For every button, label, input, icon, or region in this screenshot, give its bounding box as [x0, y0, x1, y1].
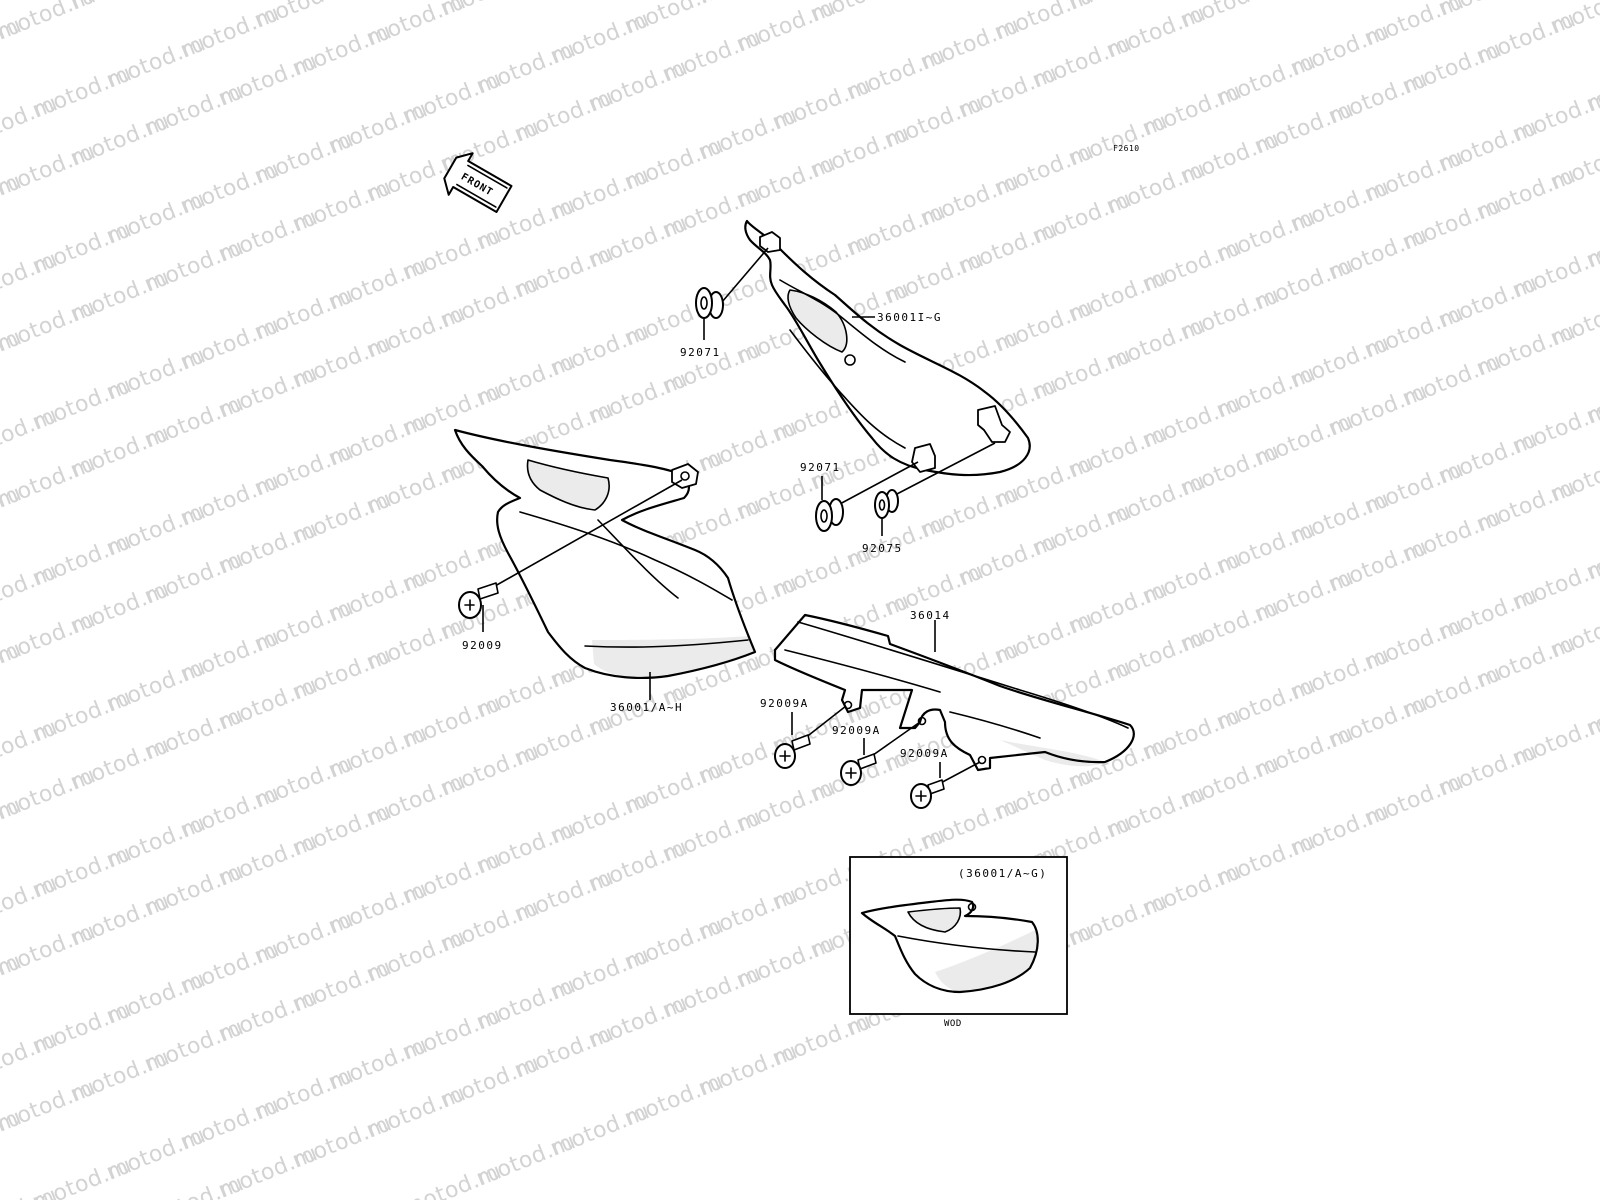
- watermark-text: motod.ru: [1177, 0, 1284, 34]
- variant-inset-box: (36001/A~G) WOD: [849, 856, 1068, 1029]
- watermark-text: motod.ru: [1547, 133, 1600, 195]
- watermark-text: motod.ru: [1435, 0, 1542, 22]
- side-cover-part: [453, 428, 757, 680]
- chain-guard-part: [773, 613, 1135, 772]
- inset-caption: WOD: [944, 1019, 962, 1029]
- label-chain-guard: 36014: [910, 609, 951, 622]
- watermark-text: motod.ru: [1251, 0, 1358, 4]
- label-92009: 92009: [462, 639, 503, 652]
- bolt-92009a-2: [840, 721, 921, 786]
- watermark-text: motod.ru: [1547, 289, 1600, 351]
- watermark-text: motod.ru: [1547, 0, 1600, 40]
- grommet-92075: [874, 442, 996, 519]
- watermark-text: motod.ru: [325, 0, 432, 4]
- watermark-text: motod.ru: [1065, 0, 1172, 16]
- watermark-text: motod.ru: [251, 0, 358, 34]
- label-92075: 92075: [862, 542, 903, 555]
- watermark-text: motod.ru: [1547, 601, 1600, 663]
- label-rear-cover: 36001I~G: [877, 311, 942, 324]
- watermark-text: motod.ru: [1547, 445, 1600, 507]
- watermark-text: motod.ru: [695, 0, 802, 10]
- bolt-92009a-3: [910, 761, 981, 809]
- bolt-92009: [458, 479, 683, 619]
- grommet-92071-top: [695, 247, 769, 319]
- label-92009a-1: 92009A: [760, 697, 809, 710]
- front-arrow-icon: FRONT: [443, 152, 513, 213]
- label-92071-top: 92071: [680, 346, 721, 359]
- bolt-92009a-1: [774, 705, 847, 769]
- watermark-text: motod.ru: [807, 0, 914, 28]
- watermark-text: motod.ru: [67, 0, 174, 16]
- grommet-92071-mid: [815, 461, 919, 532]
- watermark-text: motod.ru: [437, 0, 544, 22]
- figure-code: F2610: [1113, 144, 1140, 153]
- rear-side-cover-part: [744, 219, 1031, 477]
- label-92009a-3: 92009A: [900, 747, 949, 760]
- inset-title: (36001/A~G): [958, 867, 1047, 880]
- label-92009a-2: 92009A: [832, 724, 881, 737]
- label-side-cover: 36001/A~H: [610, 701, 683, 714]
- label-92071-mid: 92071: [800, 461, 841, 474]
